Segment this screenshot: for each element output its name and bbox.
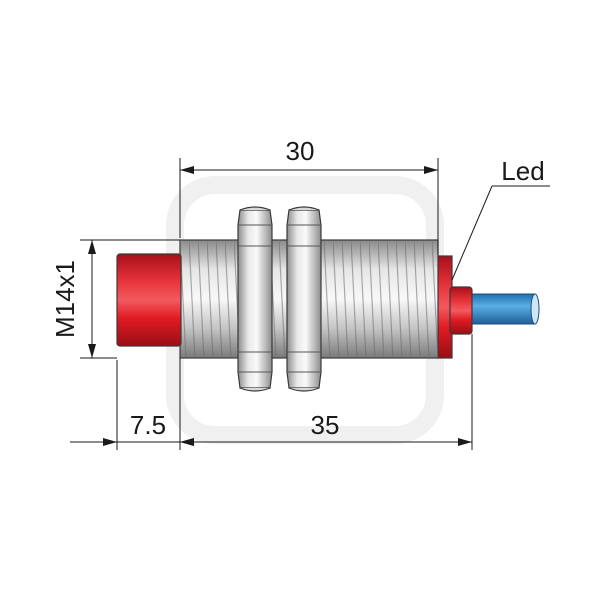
dimension-bottom-label: 35	[311, 410, 340, 440]
dimension-bottom: 35	[179, 334, 473, 450]
front-sensing-cap	[116, 253, 182, 347]
dimension-top: 30	[179, 136, 439, 255]
led-callout: Led	[451, 156, 550, 281]
dimension-top-label: 30	[286, 136, 315, 166]
dimension-front: 7.5	[70, 360, 194, 450]
dimension-front-label: 7.5	[130, 410, 166, 440]
dimension-thread: M14x1	[50, 239, 180, 359]
led-label: Led	[501, 156, 544, 186]
dimension-thread-label: M14x1	[50, 260, 80, 338]
led-rear-cap	[436, 255, 473, 359]
hex-nut-right	[286, 206, 322, 392]
hex-nut-left	[237, 206, 273, 392]
cable	[469, 293, 540, 325]
